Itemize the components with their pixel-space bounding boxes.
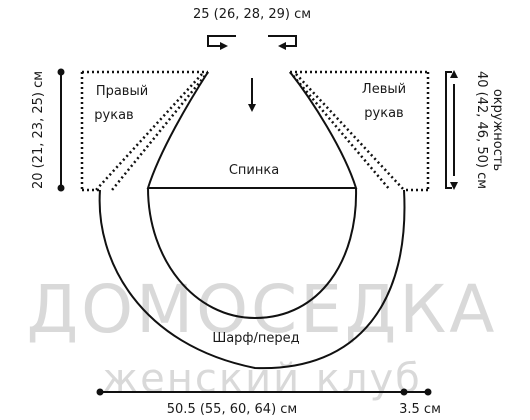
left-sleeve-diagonal-outer	[295, 73, 405, 191]
u-turn-arrows-icon	[207, 35, 297, 50]
back-label: Спинка	[229, 163, 279, 178]
scarf-inner-edge	[147, 187, 358, 320]
left-height-label: 20 (21, 23, 25) см	[31, 71, 46, 189]
right-sleeve-label-2: рукав	[94, 108, 133, 123]
circular-arrow-icon	[445, 70, 458, 190]
right-sleeve-label-1: Правый	[96, 84, 148, 99]
watermark: ДОМОСЕДКА женский клуб	[27, 271, 498, 402]
left-sleeve-label-1: Левый	[362, 82, 406, 97]
back-piece-outline	[146, 71, 358, 189]
scarf-front-label: Шарф/перед	[212, 331, 299, 346]
bottom-width-dimension	[96, 388, 432, 396]
watermark-title: ДОМОСЕДКА	[27, 271, 498, 348]
left-sleeve-outline	[289, 70, 430, 192]
left-sleeve-label-2: рукав	[364, 106, 403, 121]
bottom-small-label: 3.5 см	[399, 402, 441, 417]
left-sleeve-diagonal-inner	[289, 71, 391, 191]
right-sleeve-diagonal-inner	[111, 71, 209, 191]
watermark-subtitle: женский клуб	[102, 356, 422, 402]
bottom-width-label: 50.5 (55, 60, 64) см	[167, 402, 297, 417]
left-height-dimension	[57, 68, 65, 192]
scarf-outer-edge	[98, 189, 406, 370]
top-width-label: 25 (26, 28, 29) см	[193, 7, 311, 22]
right-sleeve-diagonal-outer	[95, 73, 203, 191]
right-circumference-word: окружность	[490, 89, 505, 171]
right-sleeve-outline	[80, 70, 209, 192]
right-circumference-label: 40 (42, 46, 50) см	[474, 71, 489, 189]
